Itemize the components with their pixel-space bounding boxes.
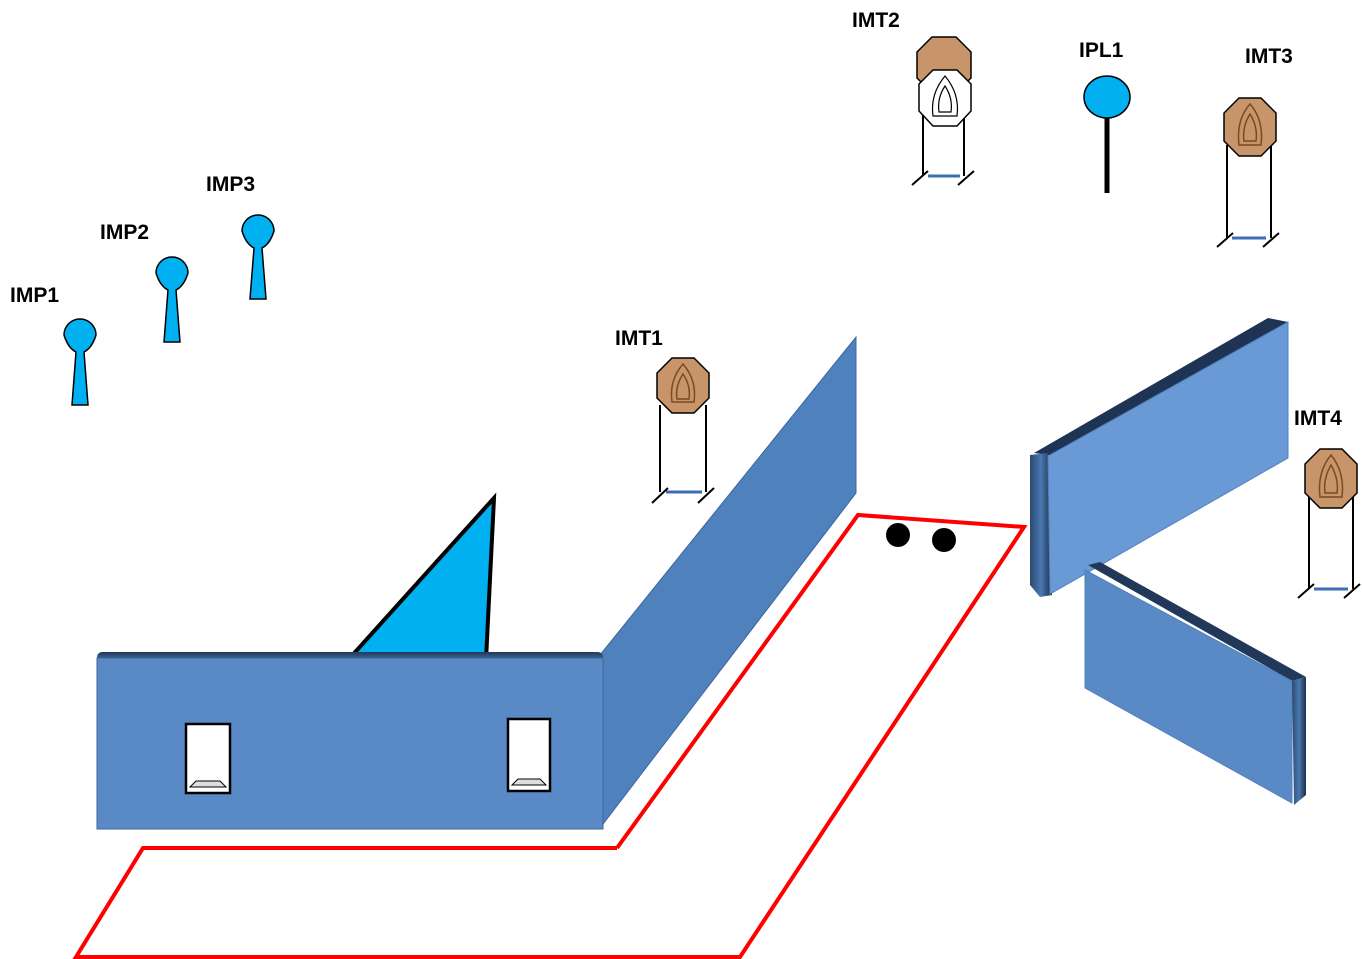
no-shoot-octagon-icon [918, 69, 972, 127]
plate-ipl1: IPL1 [1079, 39, 1131, 193]
label-imp2: IMP2 [100, 221, 149, 244]
metal-target-imt3: IMT3 [1216, 45, 1293, 248]
octagon-mini-target-icon [1304, 448, 1358, 509]
wall-side-panel [599, 335, 857, 830]
label-imt1: IMT1 [615, 327, 663, 350]
popper-imp1: IMP1 [10, 284, 97, 406]
start-dot [886, 523, 910, 547]
metal-target-imt1: IMT1 [615, 327, 715, 504]
octagon-mini-target-icon [1223, 97, 1277, 157]
label-imp3: IMP3 [206, 173, 255, 196]
round-plate-icon [1083, 75, 1131, 119]
label-imp1: IMP1 [10, 284, 59, 307]
label-imt2: IMT2 [852, 9, 900, 32]
pepper-popper-icon [241, 214, 275, 300]
label-ipl1: IPL1 [1079, 39, 1124, 62]
popper-imp2: IMP2 [100, 221, 189, 343]
pepper-popper-icon [63, 318, 97, 406]
pepper-popper-icon [155, 256, 189, 343]
label-imt4: IMT4 [1294, 407, 1342, 430]
shooting-area-fault-line [72, 512, 1028, 959]
label-imt3: IMT3 [1245, 45, 1293, 68]
wall-port-left [184, 722, 232, 795]
wall-port-right [506, 717, 552, 793]
right-lower-wall [1084, 562, 1306, 805]
start-dot [932, 528, 956, 552]
metal-target-imt4: IMT4 [1294, 407, 1361, 599]
octagon-mini-target-icon [656, 357, 710, 414]
start-position [886, 523, 956, 552]
wall-face [1084, 569, 1293, 804]
wall-face [1047, 321, 1289, 595]
metal-target-imt2: IMT2 [852, 9, 975, 186]
popper-imp3: IMP3 [206, 173, 275, 300]
right-upper-wall [1030, 318, 1289, 597]
main-wall [96, 652, 604, 830]
